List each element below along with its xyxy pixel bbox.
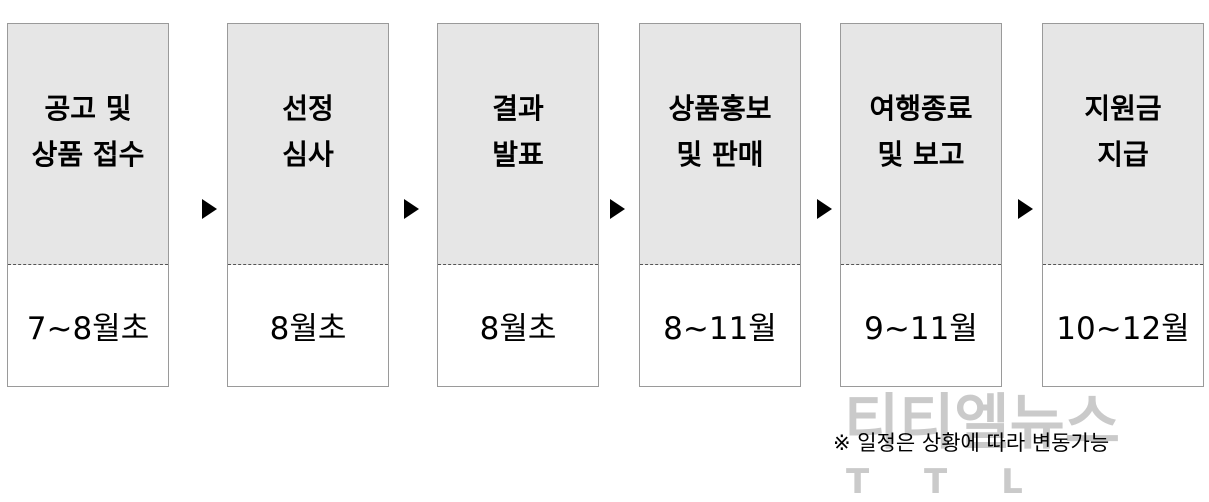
step-title-area: 결과 발표: [438, 24, 598, 265]
step-title-area: 여행종료 및 보고: [841, 24, 1001, 265]
step-title: 결과 발표: [492, 86, 544, 178]
step-title-line1: 공고 및: [44, 92, 132, 125]
schedule-note: ※ 일정은 상황에 따라 변동가능: [833, 431, 1110, 455]
step-title-line2: 발표: [492, 138, 544, 171]
step-period: 9~11월: [864, 311, 978, 347]
step-title-area: 공고 및 상품 접수: [8, 24, 168, 265]
step-title-line2: 및 보고: [877, 138, 965, 171]
step-title-line1: 결과: [492, 92, 544, 125]
step-box-6: 지원금 지급 10~12월: [1042, 23, 1204, 387]
watermark-logo-sub: TTL: [846, 462, 1077, 502]
step-box-4: 상품홍보 및 판매 8~11월: [639, 23, 801, 387]
step-period: 8월초: [269, 311, 347, 347]
step-title-area: 상품홍보 및 판매: [640, 24, 800, 265]
step-title: 지원금 지급: [1084, 86, 1161, 178]
step-title-line2: 상품 접수: [31, 138, 145, 171]
step-title: 선정 심사: [282, 86, 334, 178]
step-period: 7~8월초: [26, 311, 150, 347]
watermark-logo: 티티엘뉴스: [844, 388, 1120, 458]
arrow-right-icon: [1018, 199, 1033, 219]
step-title: 상품홍보 및 판매: [668, 86, 771, 178]
step-box-3: 결과 발표 8월초: [437, 23, 599, 387]
step-title-area: 지원금 지급: [1043, 24, 1203, 265]
step-period: 8월초: [479, 311, 557, 347]
step-title: 공고 및 상품 접수: [32, 86, 145, 178]
step-title: 여행종료 및 보고: [869, 86, 972, 178]
arrow-right-icon: [610, 199, 625, 219]
step-title-line2: 지급: [1097, 138, 1149, 171]
step-title-line1: 상품홍보: [668, 92, 772, 125]
step-period: 8~11월: [663, 311, 777, 347]
step-period: 10~12월: [1056, 311, 1190, 347]
arrow-right-icon: [202, 199, 217, 219]
step-title-line1: 여행종료: [869, 92, 973, 125]
step-box-1: 공고 및 상품 접수 7~8월초: [7, 23, 169, 387]
step-title-line1: 지원금: [1084, 92, 1162, 125]
step-title-line1: 선정: [282, 92, 334, 125]
step-title-line2: 심사: [282, 138, 334, 171]
step-title-line2: 및 판매: [676, 138, 764, 171]
arrow-right-icon: [817, 199, 832, 219]
step-box-2: 선정 심사 8월초: [227, 23, 389, 387]
step-title-area: 선정 심사: [228, 24, 388, 265]
arrow-right-icon: [404, 199, 419, 219]
step-box-5: 여행종료 및 보고 9~11월: [840, 23, 1002, 387]
